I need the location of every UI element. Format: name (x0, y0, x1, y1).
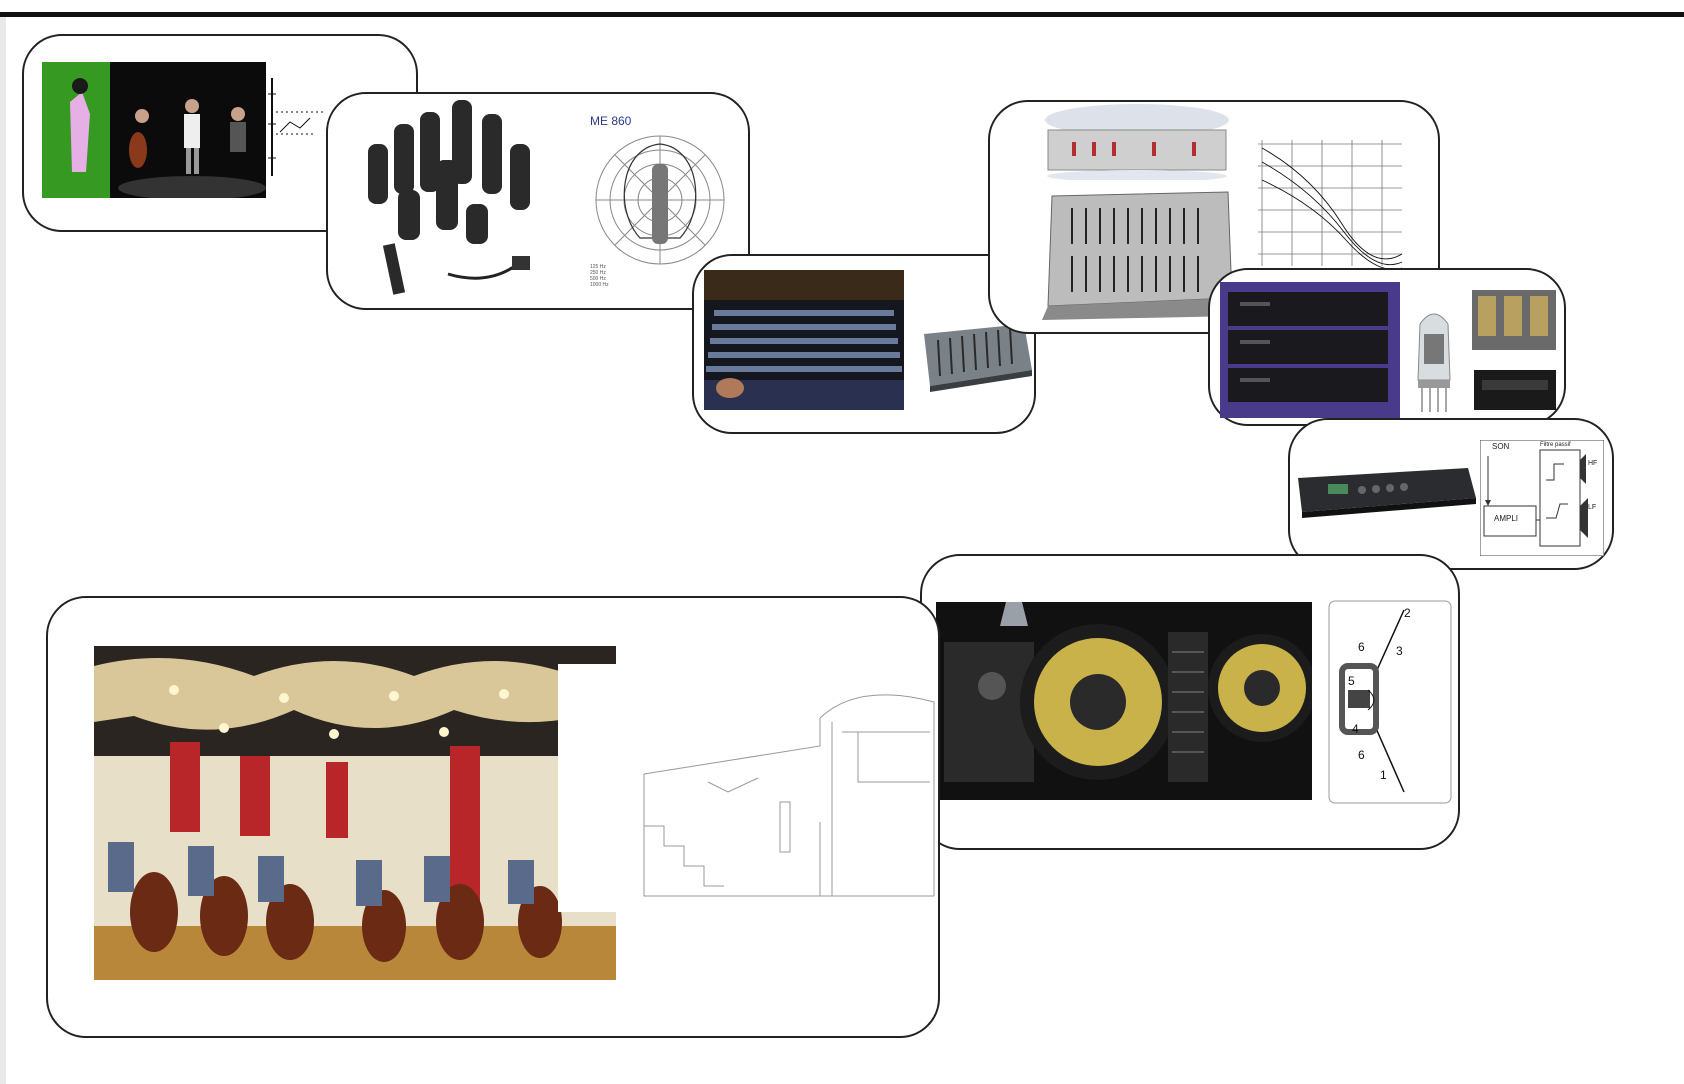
driver-part-number: 6 (1358, 640, 1365, 654)
concert-hall-photo (94, 646, 616, 980)
hall-section-drawing (558, 664, 935, 912)
crossover-unit-photo (1298, 468, 1476, 518)
polar-legend-item: 250 Hz (590, 270, 606, 276)
driver-part-number: 1 (1380, 768, 1387, 782)
amplifier-rack-photo (1220, 282, 1400, 418)
diagram-label-low: LF (1588, 504, 1597, 511)
driver-part-number: 5 (1348, 674, 1355, 688)
diagram-label-amp: AMPLI (1494, 514, 1519, 523)
frame-concert-hall (46, 596, 940, 1038)
frame-microphones: ME 860 125 Hz 250 Hz 500 Hz 1000 Hz (326, 92, 750, 310)
top-rule (0, 12, 1684, 17)
driver-part-number: 4 (1352, 722, 1359, 736)
diagram-label-filter: Filtre passif (1540, 442, 1571, 448)
frequency-response-graph (1252, 136, 1408, 274)
frame-amplifiers (1208, 268, 1566, 426)
frame-mixing-console (692, 254, 1036, 434)
left-edge (0, 17, 6, 1084)
mic-model-label: ME 860 (590, 114, 632, 128)
polar-legend-item: 125 Hz (590, 264, 606, 270)
polar-pattern-diagram (595, 135, 725, 265)
large-mixing-console-photo (704, 270, 904, 410)
loudspeaker-photo (936, 602, 1312, 800)
small-mixer-photo (924, 324, 1032, 392)
pickup-pattern (268, 78, 326, 176)
graphic-equalizer-photo (1042, 191, 1238, 320)
polar-legend-item: 1000 Hz (590, 282, 609, 288)
vacuum-tube-photo (1417, 313, 1451, 412)
driver-part-number: 2 (1404, 606, 1411, 620)
tube-amplifier-photo (1472, 290, 1556, 410)
performers-photo (42, 62, 266, 198)
microphones-photo (368, 100, 530, 295)
rack-processor-photo (1045, 104, 1229, 180)
polar-legend-item: 500 Hz (590, 276, 606, 282)
crossover-block-diagram (1480, 440, 1604, 556)
diagram-label-input: SON (1492, 442, 1510, 451)
frame-crossover: SON AMPLI Filtre passif HF LF (1288, 418, 1614, 570)
frame-loudspeakers: 2 6 3 5 4 6 1 (920, 554, 1460, 850)
diagram-label-high: HF (1588, 460, 1598, 467)
frame-sound-source (22, 34, 418, 232)
driver-part-number: 3 (1396, 644, 1403, 658)
polar-legend: 125 Hz 250 Hz 500 Hz 1000 Hz (590, 264, 690, 288)
driver-cross-section-diagram (1328, 600, 1452, 804)
driver-part-number: 6 (1358, 748, 1365, 762)
